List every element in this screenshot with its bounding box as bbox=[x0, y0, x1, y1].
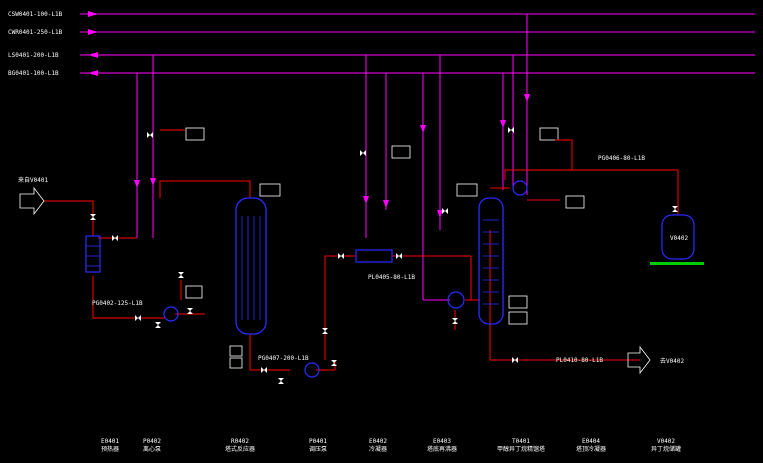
header-label-2: CWR0401-250-L1B bbox=[8, 29, 63, 36]
product-label: 去V0402 bbox=[660, 357, 684, 365]
feed-label: 来自V0401 bbox=[18, 176, 48, 184]
feed-arrow bbox=[19, 186, 45, 216]
equipment-name: 异丁烷储罐 bbox=[651, 445, 681, 453]
equipment-tag: P0401 bbox=[309, 438, 327, 445]
reboiler-e0403 bbox=[447, 291, 465, 309]
condenser-e0404 bbox=[512, 180, 528, 196]
equipment-name: 离心泵 bbox=[143, 445, 161, 453]
equipment-name: 塔顶冷凝器 bbox=[576, 445, 606, 453]
equipment-tag: E0403 bbox=[433, 438, 451, 445]
column-trays bbox=[483, 219, 499, 305]
utility-drops bbox=[136, 14, 528, 301]
pump-p0401 bbox=[304, 362, 320, 378]
equipment-tag: E0404 bbox=[582, 438, 600, 445]
equipment-tag: T0401 bbox=[512, 438, 530, 445]
vessel-tag: V0402 bbox=[670, 235, 688, 242]
utility-headers bbox=[80, 13, 755, 74]
line-label-mid-bottom: PG0407-200-L1B bbox=[258, 355, 309, 362]
header-label-4: BG0401-100-L1B bbox=[8, 70, 59, 77]
equipment-tag: E0402 bbox=[369, 438, 387, 445]
equipment-name: 甲醇异丁烷精馏塔 bbox=[497, 445, 545, 453]
reactor-internals bbox=[241, 216, 261, 320]
preheater-e0401 bbox=[85, 235, 101, 273]
drop-arrows bbox=[134, 94, 530, 218]
header-label-1: CSW0401-100-L1B bbox=[8, 11, 63, 18]
equipment-name: 冷凝器 bbox=[369, 445, 387, 453]
header-arrows bbox=[88, 11, 98, 76]
equipment-tag: R0402 bbox=[231, 438, 249, 445]
reactor-r0402 bbox=[235, 197, 267, 335]
equipment-name: 塔式反应器 bbox=[225, 445, 255, 453]
vessel-ground bbox=[650, 262, 704, 265]
equipment-tag: E0401 bbox=[101, 438, 119, 445]
pump-p0402 bbox=[163, 306, 179, 322]
valves bbox=[90, 127, 678, 384]
equipment-tag: P0402 bbox=[143, 438, 161, 445]
line-label-bottom-right: PL0410-80-L1B bbox=[556, 357, 603, 364]
line-label-mid: PL0405-80-L1B bbox=[368, 274, 415, 281]
equipment-labels: E0401 预热器 P0402 离心泵 R0402 塔式反应器 P0401 调压… bbox=[101, 438, 681, 453]
equipment-name: 塔底再沸器 bbox=[427, 445, 457, 453]
equipment-tag: V0402 bbox=[657, 438, 675, 445]
header-label-3: LS0401-200-L1B bbox=[8, 52, 59, 59]
line-label-upper: PG0406-80-L1B bbox=[598, 155, 645, 162]
product-arrow bbox=[627, 345, 651, 375]
equipment-name: 预热器 bbox=[101, 445, 119, 453]
instruments bbox=[185, 127, 585, 369]
vessel-v0402 bbox=[661, 214, 695, 260]
equipment-name: 调压泵 bbox=[309, 445, 327, 453]
condenser-e0402 bbox=[355, 249, 393, 263]
column-t0401 bbox=[478, 197, 504, 325]
line-label-left: PG0402-125-L1B bbox=[92, 300, 143, 307]
